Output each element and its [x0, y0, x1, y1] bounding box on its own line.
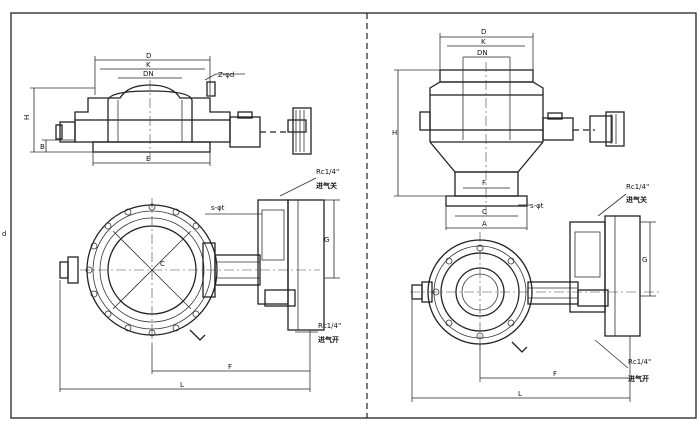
left-plan-view: C s-φt Rc1/4" 进气关 Rc1/4" 进气开: [59, 168, 341, 392]
right-dim-d: D: [481, 28, 486, 36]
left-dim-holes: Z-φd: [218, 71, 234, 79]
right-dim-k: K: [481, 38, 486, 46]
sheet-border: [10, 12, 697, 419]
left-plan-bolt: s-φt: [211, 204, 225, 212]
left-dim-dn: DN: [143, 70, 154, 78]
left-plan-port-bot-note: 进气开: [318, 335, 339, 344]
left-dim-h: H: [23, 115, 31, 120]
right-plan-dim-f: F: [553, 370, 557, 378]
left-plan-port-top: Rc1/4": [316, 168, 339, 176]
left-plan-dim-c: C: [160, 260, 165, 268]
right-dim-f: F: [482, 179, 486, 187]
right-dim-dn: DN: [477, 49, 488, 57]
right-dim-c: C: [482, 208, 487, 216]
left-plan-dim-g: G: [324, 236, 329, 244]
right-plan-port-bot: Rc1/4": [628, 358, 651, 366]
left-dim-b: B: [40, 143, 45, 151]
right-plan-port-top: Rc1/4": [626, 183, 649, 191]
right-plan-dim-g: G: [642, 256, 647, 264]
right-dim-bolt: s-φt: [530, 202, 544, 210]
right-plan-view: Rc1/4" 进气关 Rc1/4" 进气开 G F L: [410, 183, 660, 402]
left-elevation-view: D K DN Z-φd H: [23, 52, 312, 166]
right-plan-dim-l: L: [518, 390, 522, 398]
side-mark: d: [2, 230, 6, 238]
left-plan-port-bot: Rc1/4": [318, 322, 341, 330]
left-plan-port-top-note: 进气关: [316, 181, 337, 190]
left-plan-dim-l: L: [180, 381, 184, 389]
right-dim-a: A: [482, 220, 487, 228]
right-elevation-view: D K DN H F C A: [392, 28, 625, 230]
left-dim-e: E: [146, 155, 150, 163]
right-dim-h: H: [392, 129, 397, 137]
right-plan-port-bot-note: 进气开: [628, 374, 649, 383]
left-plan-dim-f: F: [228, 363, 232, 371]
left-dim-k: K: [146, 61, 151, 69]
right-plan-port-top-note: 进气关: [626, 195, 647, 204]
left-dim-d: D: [146, 52, 151, 60]
